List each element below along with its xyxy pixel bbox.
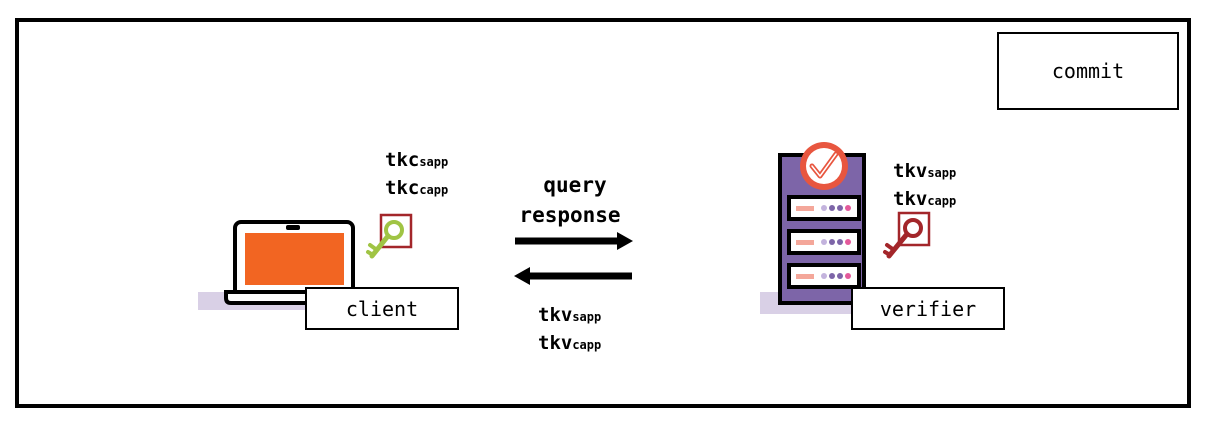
commit-box: commit (997, 32, 1179, 110)
verifier-token-1-sub: sapp (927, 166, 957, 180)
client-token-2-base: tkc (385, 177, 420, 199)
verifier-token-1-base: tkv (893, 160, 928, 182)
verifier-token-2-base: tkv (893, 188, 928, 210)
reply-token-2: tkvcapp (538, 329, 601, 359)
verifier-key-icon (883, 211, 931, 259)
reply-token-1-sub: sapp (572, 310, 602, 324)
reply-token-1-base: tkv (538, 304, 573, 326)
verifier-token-1: tkvsapp (893, 157, 956, 187)
verifier-label: verifier (879, 296, 977, 321)
request-arrow (515, 232, 633, 250)
client-token-1-base: tkc (385, 149, 420, 171)
client-token-1-sub: sapp (419, 155, 449, 169)
diagram-frame (15, 18, 1191, 408)
client-label: client (345, 296, 419, 321)
request-label-2: response (519, 203, 621, 227)
client-token-2: tkccapp (385, 174, 448, 204)
server-drive-1 (787, 195, 861, 221)
server-drive-3 (787, 263, 861, 289)
client-token-1: tkcsapp (385, 146, 448, 176)
server-icon (778, 142, 866, 305)
client-label-box: client (305, 287, 459, 330)
reply-arrow (514, 267, 632, 285)
verifier-token-2-sub: capp (927, 194, 957, 208)
request-label-1: query (543, 173, 607, 197)
client-token-2-sub: capp (419, 183, 449, 197)
reply-token-1: tkvsapp (538, 301, 601, 331)
verifier-token-2: tkvcapp (893, 185, 956, 215)
commit-label: commit (1051, 59, 1125, 83)
reply-token-2-base: tkv (538, 332, 573, 354)
server-drive-2 (787, 229, 861, 255)
verifier-label-box: verifier (851, 287, 1005, 330)
reply-token-2-sub: capp (572, 338, 602, 352)
client-key-icon (366, 213, 413, 259)
